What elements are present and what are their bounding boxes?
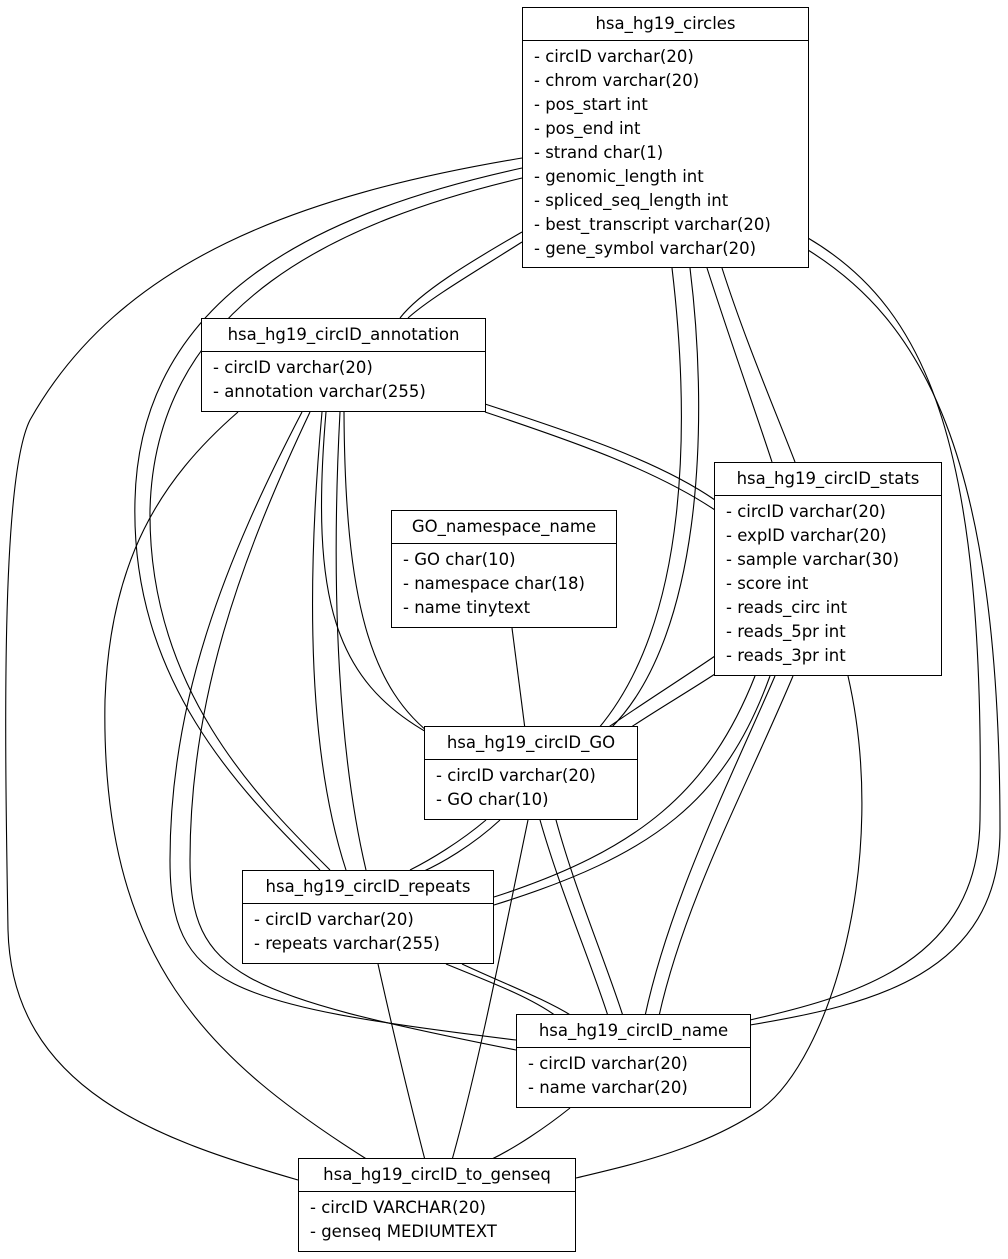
edge-repeats-cname	[445, 963, 557, 1017]
table-field: - best_transcript varchar(20)	[534, 215, 771, 234]
edge-circles-cname	[749, 249, 1001, 1026]
edge-stats-repeats	[493, 675, 771, 906]
edge-repeats-genseq	[377, 963, 426, 1161]
table-field: - namespace char(18)	[403, 574, 585, 593]
table-field: - chrom varchar(20)	[534, 71, 700, 90]
table-hsa-hg19-circles: hsa_hg19_circles - circID varchar(20) - …	[522, 7, 809, 268]
table-field: - name varchar(20)	[528, 1078, 688, 1097]
table-title: hsa_hg19_circID_to_genseq	[299, 1159, 575, 1192]
table-field: - genseq MEDIUMTEXT	[310, 1222, 497, 1241]
edge-circles-repeats	[149, 177, 523, 871]
table-field: - reads_circ int	[726, 598, 848, 617]
table-title: hsa_hg19_circID_stats	[715, 463, 941, 496]
edge-circles-genseq	[5, 157, 523, 1181]
edge-circles-go	[609, 267, 700, 730]
edge-annotation-go	[320, 411, 429, 734]
edge-go-genseq	[451, 819, 529, 1161]
table-field: - GO char(10)	[403, 550, 516, 569]
edge-go-repeats	[421, 819, 501, 873]
table-title: hsa_hg19_circID_name	[517, 1015, 750, 1048]
edge-stats-cname	[658, 675, 794, 1017]
table-hsa-hg19-circid-name: hsa_hg19_circID_name - circID varchar(20…	[516, 1014, 751, 1108]
edge-go-cname	[539, 819, 609, 1017]
table-field: - score int	[726, 574, 809, 593]
edge-annotation-go	[343, 411, 437, 739]
table-title: hsa_hg19_circID_GO	[425, 727, 637, 760]
table-field: - circID varchar(20)	[254, 910, 414, 929]
table-field: - expID varchar(20)	[726, 526, 887, 545]
edge-circles-stats	[706, 267, 773, 463]
edge-annotation-cname	[169, 411, 517, 1041]
table-field: - annotation varchar(255)	[213, 382, 426, 401]
table-field: - name tinytext	[403, 598, 531, 617]
table-title: GO_namespace_name	[392, 511, 616, 544]
edge-circles-stats	[721, 267, 796, 463]
table-go-namespace-name: GO_namespace_name - GO char(10) - namesp…	[391, 510, 617, 628]
edge-annotation-repeats	[335, 411, 367, 871]
edge-stats-go	[599, 655, 716, 734]
edge-annotation-cname	[189, 411, 517, 1051]
edge-circles-repeats	[134, 167, 523, 871]
edge-annotation-stats	[484, 411, 716, 511]
table-field: - spliced_seq_length int	[534, 191, 729, 210]
table-hsa-hg19-circid-stats: hsa_hg19_circID_stats - circID varchar(2…	[714, 462, 942, 676]
edge-go-repeats	[409, 819, 487, 871]
table-title: hsa_hg19_circID_repeats	[243, 871, 493, 904]
table-field: - reads_3pr int	[726, 646, 846, 665]
edge-circles-go	[597, 267, 682, 730]
table-field: - GO char(10)	[436, 790, 549, 809]
table-field: - sample varchar(30)	[726, 550, 900, 569]
edge-go-cname	[555, 819, 624, 1017]
table-field: - pos_start int	[534, 95, 648, 114]
edge-annotation-stats	[484, 403, 716, 501]
table-field: - strand char(1)	[534, 143, 664, 162]
edge-circles-cname	[749, 237, 981, 1021]
table-field: - circID varchar(20)	[436, 766, 596, 785]
edge-circles-annotation	[399, 231, 523, 319]
table-field: - pos_end int	[534, 119, 641, 138]
table-field: - genomic_length int	[534, 167, 704, 186]
table-field: - circID VARCHAR(20)	[310, 1198, 486, 1217]
table-field: - circID varchar(20)	[726, 502, 886, 521]
table-title: hsa_hg19_circID_annotation	[202, 319, 485, 352]
table-hsa-hg19-circid-annotation: hsa_hg19_circID_annotation - circID varc…	[201, 318, 486, 412]
table-field: - reads_5pr int	[726, 622, 846, 641]
table-field: - gene_symbol varchar(20)	[534, 239, 757, 258]
table-field: - circID varchar(20)	[528, 1054, 688, 1073]
edge-repeats-cname	[461, 963, 573, 1017]
table-field: - repeats varchar(255)	[254, 934, 440, 953]
edge-annotation-genseq	[104, 411, 369, 1161]
table-title: hsa_hg19_circles	[523, 8, 808, 41]
table-hsa-hg19-circid-to-genseq: hsa_hg19_circID_to_genseq - circID VARCH…	[298, 1158, 576, 1252]
table-field: - circID varchar(20)	[213, 358, 373, 377]
table-field: - circID varchar(20)	[534, 47, 694, 66]
edge-stats-cname	[644, 675, 776, 1017]
edge-stats-repeats	[493, 675, 756, 898]
table-hsa-hg19-circid-go: hsa_hg19_circID_GO - circID varchar(20) …	[424, 726, 638, 820]
edge-circles-annotation	[407, 241, 523, 319]
table-hsa-hg19-circid-repeats: hsa_hg19_circID_repeats - circID varchar…	[242, 870, 494, 964]
edge-cname-genseq	[489, 1107, 571, 1161]
edge-stats-genseq	[575, 675, 863, 1179]
edge-annotation-repeats	[312, 411, 347, 871]
edge-goname-go	[511, 627, 526, 730]
